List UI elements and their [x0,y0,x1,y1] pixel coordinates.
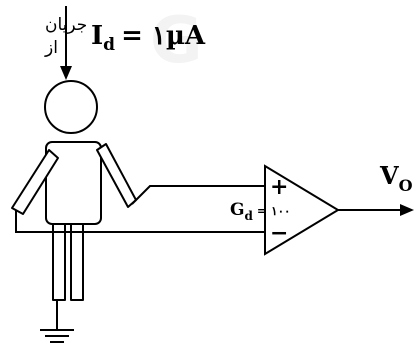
wire-minus [15,210,265,233]
current-value: = ۱µA [121,21,206,51]
output-label: VO [379,161,413,195]
op-amp-plus-sign: + [270,174,288,200]
wire-plus [131,185,265,205]
output-symbol: V [379,161,399,190]
person-head [44,80,98,134]
person-figure [11,80,137,301]
gain-subscript: d [245,209,254,223]
person-left-arm [11,149,59,215]
wires [15,185,404,233]
output-subscript: O [399,176,413,195]
current-symbol: I [91,21,103,51]
current-subscript: d [103,35,115,55]
op-amp-minus-sign: − [270,220,288,246]
current-label-fa-line2: از [44,38,58,58]
gain-value: = ۱۰۰ [257,204,291,218]
gain-label: Gd= ۱۰۰ [230,200,291,223]
output-arrowhead [400,204,414,216]
op-amp-triangle [264,164,340,256]
ground-symbol [40,300,74,343]
watermark: G [150,4,203,78]
person-left-leg [52,223,66,301]
current-label: Id = ۱µA [91,21,206,55]
current-arrow [60,6,72,80]
person-right-arm [96,143,137,208]
person-right-leg [70,223,84,301]
gain-symbol: G [230,200,245,220]
